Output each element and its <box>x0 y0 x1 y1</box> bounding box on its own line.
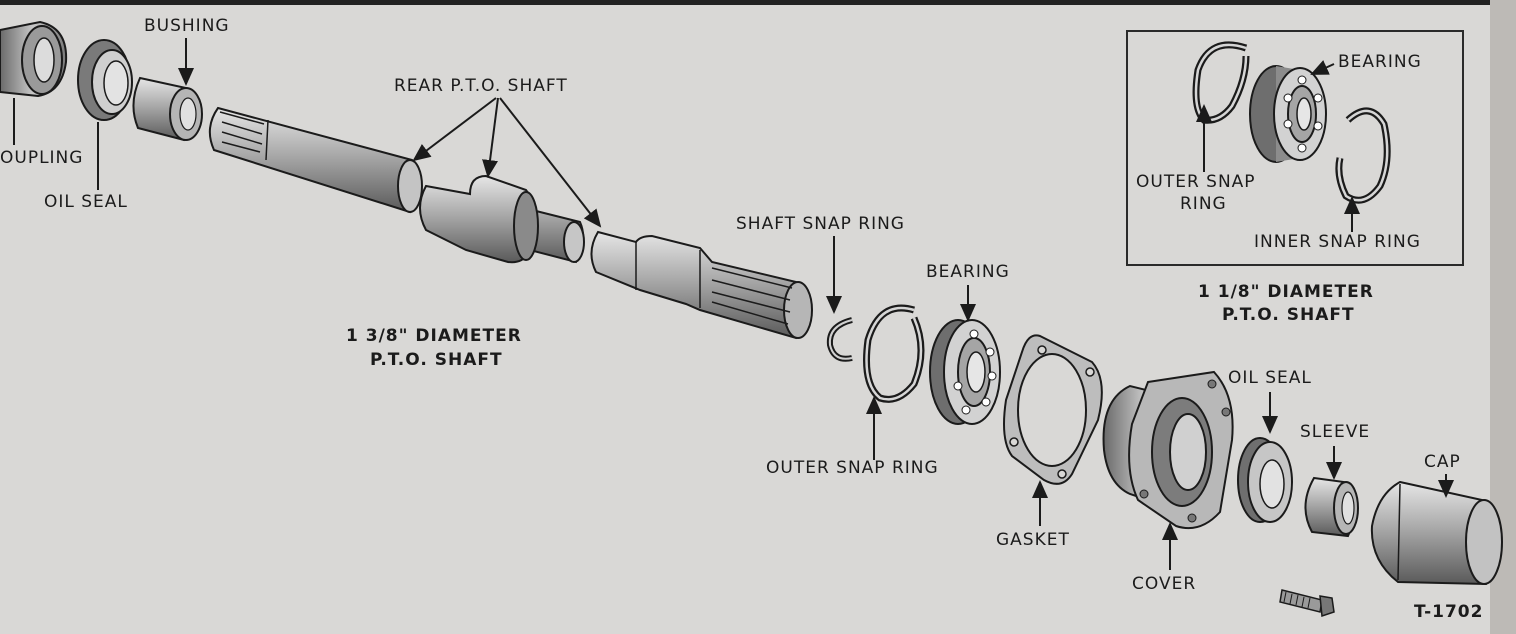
inset-outer-snap-label-line2: RING <box>1180 194 1227 214</box>
inset-bearing-leader <box>1310 60 1335 75</box>
oil-seal-left-label: OIL SEAL <box>44 192 128 212</box>
middle-shaft-part <box>419 174 585 264</box>
oil-seal-right-part <box>1237 437 1293 523</box>
shaft-snap-ring-label: SHAFT SNAP RING <box>736 214 905 234</box>
inset-inner-snap-ring-part <box>1335 107 1391 204</box>
gasket-label: GASKET <box>996 530 1070 550</box>
front-shaft-part <box>590 230 813 340</box>
cap-part <box>1370 480 1503 586</box>
sleeve-label: SLEEVE <box>1300 422 1371 442</box>
outer-snap-ring-label: OUTER SNAP RING <box>766 458 939 478</box>
inset-inner-snap-ring-label: INNER SNAP RING <box>1254 232 1421 252</box>
bearing-label: BEARING <box>926 262 1010 282</box>
bolt-part <box>1279 589 1335 618</box>
oil-seal-right-label: OIL SEAL <box>1228 368 1312 388</box>
page-top-edge <box>0 0 1516 5</box>
oil-seal-left-part <box>77 39 133 121</box>
cap-label: CAP <box>1424 452 1461 472</box>
bushing-label: BUSHING <box>144 16 230 36</box>
inset-bearing-label: BEARING <box>1338 52 1422 72</box>
cover-part <box>1102 370 1234 530</box>
figure-number: T-1702 <box>1414 602 1484 622</box>
rear-pto-shaft-label: REAR P.T.O. SHAFT <box>394 76 568 96</box>
shaft-diameter-label: 1 3/8" DIAMETER <box>346 326 522 346</box>
inset-shaft-label: P.T.O. SHAFT <box>1222 305 1355 325</box>
shaft-snap-ring-part <box>826 317 853 362</box>
bearing-part <box>929 319 1001 425</box>
inset-box <box>1126 30 1464 266</box>
rear-pto-shaft-part <box>208 106 423 214</box>
inset-bearing-part <box>1249 65 1327 163</box>
outer-snap-ring-part <box>863 304 925 403</box>
shaft-name-label: P.T.O. SHAFT <box>370 350 503 370</box>
inset-outer-snap-label-line1: OUTER SNAP <box>1136 172 1256 192</box>
bushing-part <box>132 76 203 142</box>
coupling-label: OUPLING <box>0 148 84 168</box>
inset-diameter-label: 1 1/8" DIAMETER <box>1198 282 1374 302</box>
coupling-part <box>0 20 68 98</box>
cover-label: COVER <box>1132 574 1197 594</box>
rear-pto-shaft-leaders <box>412 97 602 228</box>
sleeve-part <box>1304 476 1359 538</box>
gasket-part <box>1003 334 1103 485</box>
